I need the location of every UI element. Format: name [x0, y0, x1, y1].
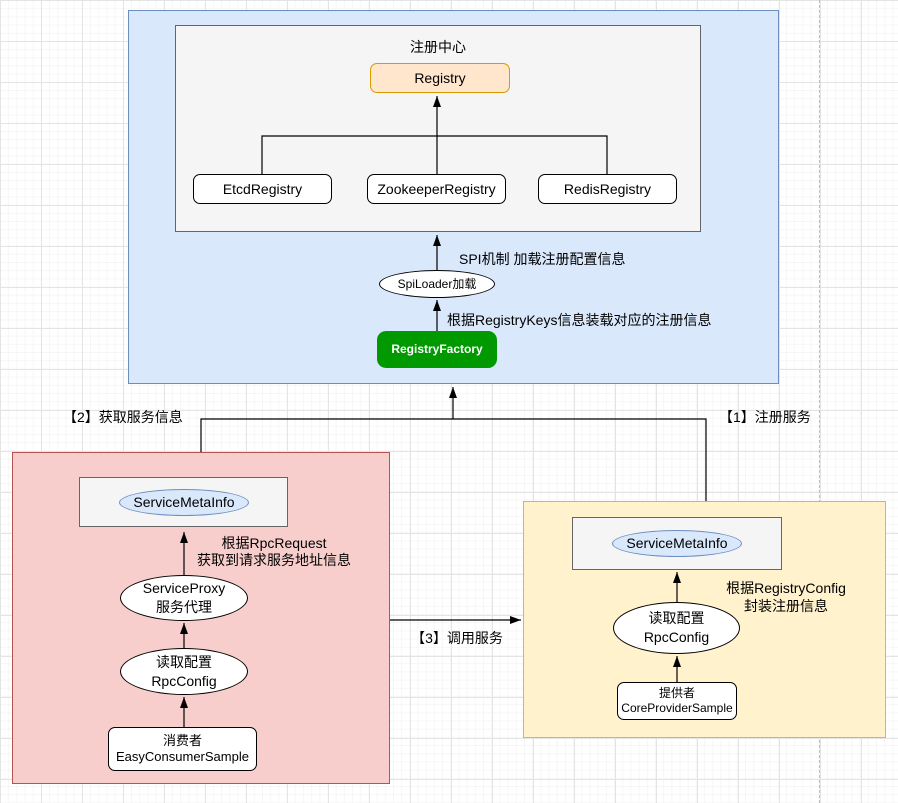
provider-registryconfig-note: 根据RegistryConfig 封装注册信息	[696, 579, 876, 615]
provider-rpcconfig-label-line1: 读取配置	[648, 610, 705, 626]
registry-node[interactable]: Registry	[370, 63, 510, 93]
page-boundary-line	[819, 0, 820, 803]
consumer-rpcconfig-label-line2: RpcConfig	[151, 672, 217, 689]
provider-registryconfig-note-line1: 根据RegistryConfig	[726, 580, 846, 596]
redis-registry-label: RedisRegistry	[563, 180, 652, 197]
redis-registry-node[interactable]: RedisRegistry	[538, 174, 677, 204]
edge-label-get-service-info: 【2】获取服务信息	[63, 409, 183, 425]
consumer-rpcrequest-note-line2: 获取到请求服务地址信息	[197, 552, 351, 568]
easy-consumer-label-line1: 消费者	[162, 733, 202, 748]
registry-panel-title: 注册中心	[410, 39, 466, 55]
registry-node-label: Registry	[414, 69, 466, 86]
provider-rpcconfig-node[interactable]: 读取配置 RpcConfig	[613, 602, 740, 654]
spi-note: SPI机制 加载注册配置信息	[459, 251, 626, 267]
consumer-rpcconfig-node[interactable]: 读取配置 RpcConfig	[120, 648, 248, 695]
edge-label-register-service: 【1】注册服务	[719, 409, 811, 425]
provider-registryconfig-note-line2: 封装注册信息	[744, 598, 828, 614]
service-proxy-node[interactable]: ServiceProxy 服务代理	[120, 575, 248, 621]
core-provider-label-line1: 提供者	[658, 686, 695, 700]
consumer-servicemetainfo-node[interactable]: ServiceMetaInfo	[119, 489, 249, 516]
spiloader-label: SpiLoader加载	[397, 277, 477, 291]
consumer-rpcrequest-note: 根据RpcRequest 获取到请求服务地址信息	[179, 535, 369, 569]
service-proxy-label-line1: ServiceProxy	[142, 580, 226, 596]
zookeeper-registry-node[interactable]: ZookeeperRegistry	[367, 174, 506, 204]
etcd-registry-node[interactable]: EtcdRegistry	[193, 174, 332, 204]
core-provider-label-line2: CoreProviderSample	[621, 701, 733, 715]
spiloader-node[interactable]: SpiLoader加载	[379, 270, 495, 298]
easy-consumer-label-line2: EasyConsumerSample	[116, 749, 249, 764]
zookeeper-registry-label: ZookeeperRegistry	[377, 180, 496, 197]
etcd-registry-label: EtcdRegistry	[222, 180, 303, 197]
provider-servicemetainfo-node[interactable]: ServiceMetaInfo	[612, 530, 742, 557]
registry-factory-label: RegistryFactory	[391, 342, 483, 356]
easy-consumer-node[interactable]: 消费者 EasyConsumerSample	[108, 727, 257, 771]
consumer-servicemetainfo-label: ServiceMetaInfo	[133, 494, 235, 510]
edge-label-call-service: 【3】调用服务	[411, 630, 503, 646]
registry-factory-node[interactable]: RegistryFactory	[377, 331, 497, 368]
provider-rpcconfig-label-line2: RpcConfig	[643, 629, 710, 645]
provider-servicemetainfo-label: ServiceMetaInfo	[626, 535, 728, 551]
factory-note: 根据RegistryKeys信息装载对应的注册信息	[447, 312, 712, 328]
consumer-rpcconfig-label-line1: 读取配置	[156, 653, 212, 670]
consumer-rpcrequest-note-line1: 根据RpcRequest	[221, 535, 327, 551]
service-proxy-label-line2: 服务代理	[156, 599, 212, 615]
core-provider-node[interactable]: 提供者 CoreProviderSample	[617, 682, 737, 720]
